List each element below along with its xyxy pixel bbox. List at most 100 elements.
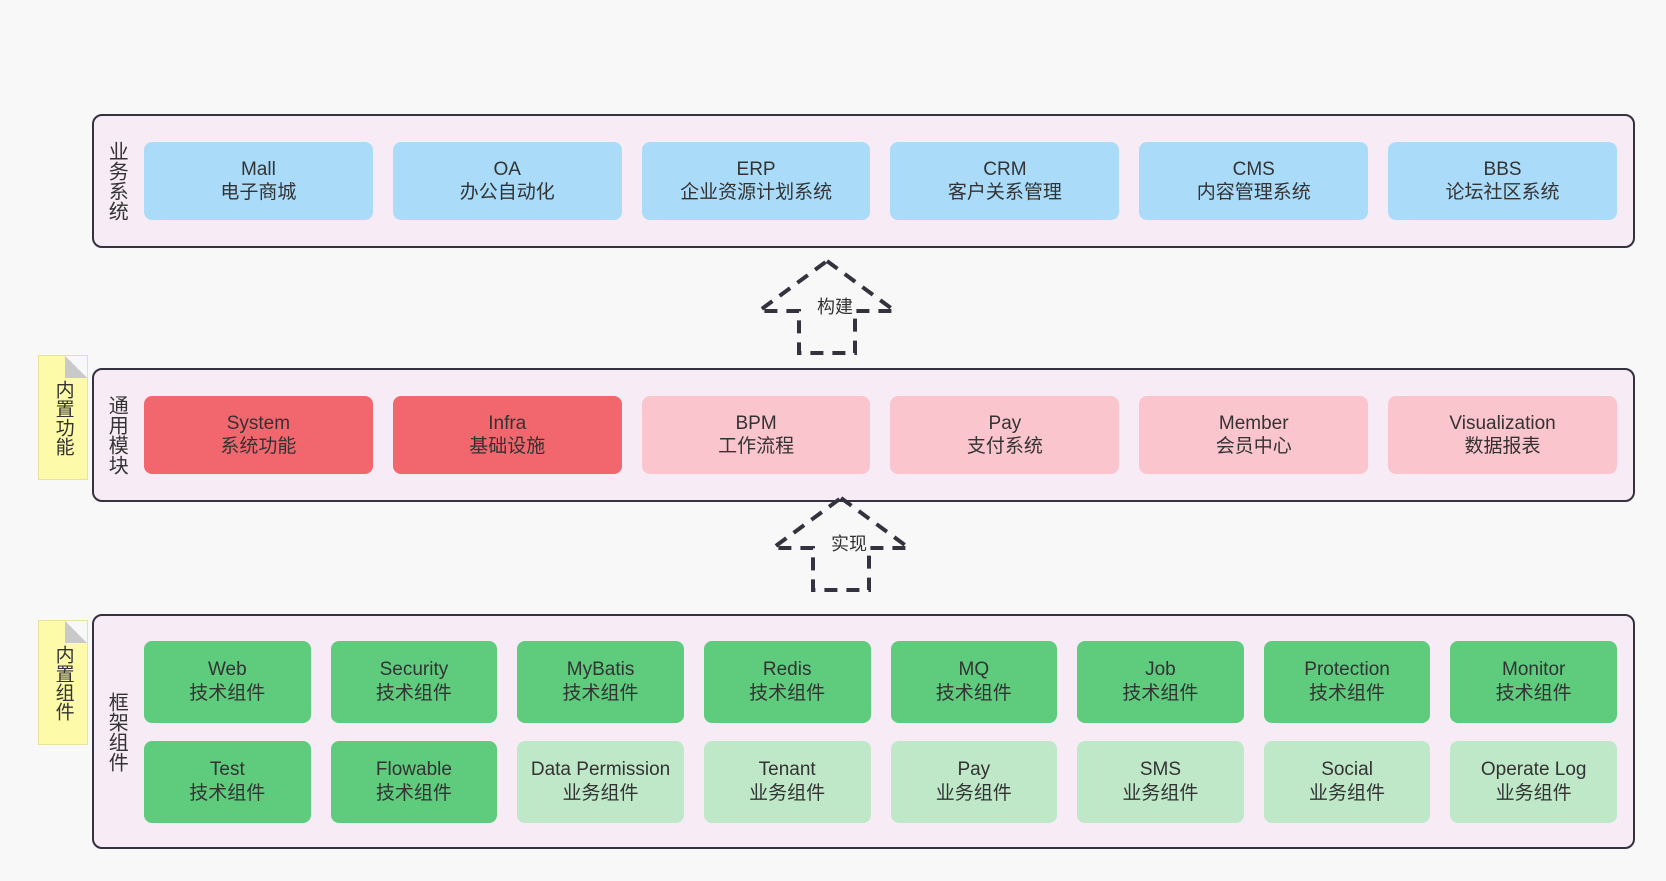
box-infra[interactable]: Infra 基础设施	[392, 396, 622, 474]
box-subtitle: 技术组件	[375, 782, 452, 804]
box-subtitle: 技术组件	[562, 682, 639, 704]
box-subtitle: 技术组件	[375, 682, 452, 704]
box-title: Web	[207, 659, 247, 681]
box-web[interactable]: Web 技术组件	[144, 640, 311, 723]
box-subtitle: 业务组件	[935, 782, 1012, 804]
box-mall[interactable]: Mall 电子商城	[144, 142, 373, 220]
arrow-realize: 实现	[751, 490, 931, 594]
arrow-build: 构建	[737, 253, 917, 357]
box-title: Job	[1145, 659, 1176, 681]
box-cms[interactable]: CMS 内容管理系统	[1139, 142, 1369, 220]
generalization-arrow-icon	[752, 258, 902, 355]
box-title: Security	[379, 659, 449, 681]
box-title: Tenant	[758, 759, 816, 781]
box-subtitle: 技术组件	[1309, 682, 1386, 704]
box-monitor[interactable]: Monitor 技术组件	[1450, 640, 1617, 723]
box-row: Test 技术组件 Flowable 技术组件 Data Permission …	[144, 740, 1617, 823]
box-subtitle: 内容管理系统	[1196, 182, 1311, 203]
box-subtitle: 技术组件	[749, 682, 826, 704]
box-title: Data Permission	[530, 759, 671, 781]
box-title: MyBatis	[566, 659, 635, 681]
box-title: BPM	[735, 412, 777, 434]
layer-label-modules: 通用模块	[105, 395, 128, 475]
box-mq[interactable]: MQ 技术组件	[890, 640, 1058, 723]
box-operate-log[interactable]: Operate Log 业务组件	[1450, 740, 1617, 823]
box-visualization[interactable]: Visualization 数据报表	[1388, 396, 1617, 474]
box-title: SMS	[1139, 759, 1182, 781]
box-title: BBS	[1483, 158, 1522, 180]
box-title: CRM	[983, 158, 1027, 180]
box-subtitle: 工作流程	[718, 436, 795, 457]
box-subtitle: 业务组件	[1122, 782, 1199, 804]
box-grid-modules: System 系统功能 Infra 基础设施 BPM 工作流程 Pay 支付系统…	[138, 370, 1633, 500]
box-subtitle: 论坛社区系统	[1445, 182, 1560, 203]
box-flowable[interactable]: Flowable 技术组件	[330, 740, 498, 823]
box-crm[interactable]: CRM 客户关系管理	[890, 142, 1120, 220]
box-tenant[interactable]: Tenant 业务组件	[703, 740, 871, 823]
box-oa[interactable]: OA 办公自动化	[392, 142, 622, 220]
box-subtitle: 基础设施	[469, 436, 546, 457]
arrow-label: 构建	[817, 297, 853, 317]
box-subtitle: 电子商城	[220, 182, 297, 203]
box-subtitle: 技术组件	[935, 682, 1012, 704]
box-title: MQ	[958, 659, 990, 681]
box-data-permission[interactable]: Data Permission 业务组件	[517, 740, 684, 823]
box-grid-framework: Web 技术组件 Security 技术组件 MyBatis 技术组件 Redi…	[138, 616, 1633, 847]
layer-panel-framework: 框架组件 Web 技术组件 Security 技术组件 MyBatis 技术组件…	[92, 614, 1635, 849]
box-row: Web 技术组件 Security 技术组件 MyBatis 技术组件 Redi…	[144, 640, 1617, 723]
box-title: Social	[1321, 759, 1373, 781]
sticky-note-builtin-features: 内置功能	[38, 355, 88, 480]
box-title: Monitor	[1502, 659, 1566, 681]
box-security[interactable]: Security 技术组件	[330, 640, 498, 723]
box-social[interactable]: Social 业务组件	[1263, 740, 1431, 823]
box-title: Redis	[762, 659, 812, 681]
box-grid-business: Mall 电子商城 OA 办公自动化 ERP 企业资源计划系统 CRM 客户关系…	[138, 116, 1633, 246]
box-member[interactable]: Member 会员中心	[1139, 396, 1369, 474]
box-subtitle: 办公自动化	[459, 182, 555, 203]
sticky-note-builtin-components: 内置组件	[38, 620, 88, 745]
box-title: Member	[1218, 412, 1289, 434]
arrow-label: 实现	[831, 534, 867, 554]
box-title: Mall	[240, 158, 276, 180]
box-title: Infra	[488, 412, 527, 434]
box-title: Pay	[957, 759, 991, 781]
box-title: Protection	[1304, 659, 1390, 681]
box-subtitle: 技术组件	[189, 682, 266, 704]
box-subtitle: 技术组件	[1495, 682, 1572, 704]
box-erp[interactable]: ERP 企业资源计划系统	[641, 142, 871, 220]
box-subtitle: 支付系统	[966, 436, 1043, 457]
box-subtitle: 会员中心	[1215, 436, 1292, 457]
box-title: Visualization	[1449, 412, 1556, 434]
box-mybatis[interactable]: MyBatis 技术组件	[517, 640, 684, 723]
box-protection[interactable]: Protection 技术组件	[1263, 640, 1431, 723]
box-title: Operate Log	[1480, 759, 1587, 781]
box-sms[interactable]: SMS 业务组件	[1077, 740, 1244, 823]
box-subtitle: 数据报表	[1464, 436, 1541, 457]
box-pay-module[interactable]: Pay 支付系统	[890, 396, 1120, 474]
box-bbs[interactable]: BBS 论坛社区系统	[1388, 142, 1617, 220]
box-subtitle: 企业资源计划系统	[680, 182, 833, 203]
box-pay-component[interactable]: Pay 业务组件	[890, 740, 1058, 823]
box-subtitle: 业务组件	[562, 782, 639, 804]
box-subtitle: 客户关系管理	[947, 182, 1062, 203]
box-subtitle: 业务组件	[1495, 782, 1572, 804]
box-title: Flowable	[375, 759, 452, 781]
box-subtitle: 系统功能	[220, 436, 297, 457]
box-redis[interactable]: Redis 技术组件	[703, 640, 871, 723]
box-row: System 系统功能 Infra 基础设施 BPM 工作流程 Pay 支付系统…	[144, 396, 1617, 474]
layer-panel-modules: 通用模块 System 系统功能 Infra 基础设施 BPM 工作流程 Pay…	[92, 368, 1635, 502]
box-system[interactable]: System 系统功能	[144, 396, 373, 474]
box-job[interactable]: Job 技术组件	[1077, 640, 1244, 723]
box-title: System	[226, 412, 291, 434]
box-bpm[interactable]: BPM 工作流程	[641, 396, 871, 474]
box-title: ERP	[736, 158, 776, 180]
box-subtitle: 业务组件	[1309, 782, 1386, 804]
layer-label-business: 业务系统	[105, 141, 128, 221]
layer-label-framework: 框架组件	[105, 691, 128, 772]
box-row: Mall 电子商城 OA 办公自动化 ERP 企业资源计划系统 CRM 客户关系…	[144, 142, 1617, 220]
box-title: OA	[493, 158, 521, 180]
box-subtitle: 技术组件	[189, 782, 266, 804]
layer-panel-business: 业务系统 Mall 电子商城 OA 办公自动化 ERP 企业资源计划系统 CRM…	[92, 114, 1635, 248]
box-test[interactable]: Test 技术组件	[144, 740, 311, 823]
box-title: Test	[209, 759, 245, 781]
